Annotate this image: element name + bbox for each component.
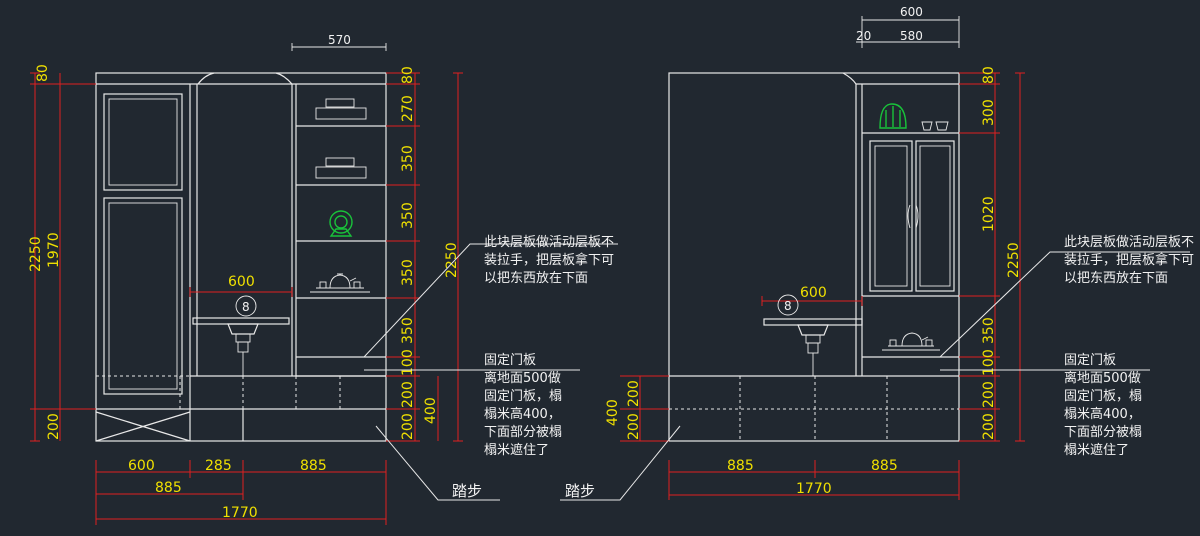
right-note1-leader [939, 251, 1190, 358]
left-door-panel-bottom [103, 197, 183, 395]
right-rdim-5: 200 [981, 381, 997, 408]
left-rdim-0: 80 [400, 66, 416, 84]
left-rdim-2: 350 [400, 145, 416, 172]
left-bdim-885: 885 [155, 480, 182, 496]
left-height-mid: 1970 [46, 232, 62, 268]
right-rdim-2: 1020 [981, 196, 997, 232]
left-rdim-1: 270 [400, 95, 416, 122]
right-marker-label: 8 [784, 299, 792, 313]
right-bdim-total: 1770 [796, 481, 832, 497]
left-note2: 固定门板 离地面500做 固定门板，榻 榻米高400， 下面部分被榻 榻米遮住了 [484, 353, 566, 458]
left-rdim-6: 100 [400, 349, 416, 376]
right-step-label: 踏步 [565, 482, 595, 500]
right-top-dim: 600 [900, 5, 923, 19]
left-rdim-400: 400 [423, 397, 439, 424]
left-rdim-5: 350 [400, 317, 416, 344]
left-height-bottom: 200 [46, 413, 62, 440]
right-note1: 此块层板做活动层板不 装拉手，把层板拿下可 以把东西放在下面 [1064, 235, 1198, 286]
right-teaset-icon [882, 332, 940, 351]
right-top-sub-1: 580 [900, 29, 923, 43]
left-height-total: 2250 [28, 236, 44, 272]
right-step-leader [560, 425, 681, 501]
left-bdim-0: 600 [128, 458, 155, 474]
left-rdim-4: 350 [400, 259, 416, 286]
left-elevation: 600 8 570 2250 1970 80 200 80 270 350 [28, 33, 618, 525]
right-bdim-1: 885 [871, 458, 898, 474]
right-fan-ornament-icon [879, 103, 907, 129]
left-crown-moulding [197, 72, 293, 85]
left-cabinet-outline [95, 72, 387, 442]
right-marker-circle [777, 294, 799, 316]
right-rdim-total: 2250 [1006, 242, 1022, 278]
right-door-left [869, 140, 913, 292]
right-top-sub-0: 20 [856, 29, 871, 43]
left-ornament-icon [329, 210, 353, 237]
left-basin [192, 317, 290, 376]
left-rdim-3: 350 [400, 202, 416, 229]
right-rdim-0: 80 [981, 66, 997, 84]
left-top-dim: 570 [328, 33, 351, 47]
left-rdim-7: 200 [400, 381, 416, 408]
right-elevation: 600 8 600 20 580 400 200 200 80 300 1020… [560, 5, 1198, 501]
right-rdim-6: 200 [981, 413, 997, 440]
left-marker-circle [235, 295, 257, 317]
right-crown-moulding [842, 72, 959, 85]
left-bdim-2: 885 [300, 458, 327, 474]
left-device-icons [315, 98, 367, 179]
left-bdim-1: 285 [205, 458, 232, 474]
right-cabinet-outline [668, 72, 960, 442]
right-rdim-1: 300 [981, 99, 997, 126]
right-bdim-0: 885 [727, 458, 754, 474]
left-rdim-8: 200 [400, 413, 416, 440]
left-step-label: 踏步 [452, 482, 482, 500]
left-door-panel-top [103, 93, 183, 191]
right-door-handle-icon [907, 204, 919, 229]
left-step-leader [375, 425, 500, 501]
right-cups-icon [921, 121, 949, 131]
right-rdim-4: 100 [981, 349, 997, 376]
left-note1-leader [363, 243, 618, 358]
right-ldim-0: 400 [605, 399, 621, 426]
right-note2: 固定门板 离地面500做 固定门板，榻 榻米高400， 下面部分被榻 榻米遮住了 [1064, 353, 1146, 458]
left-height-top: 80 [35, 64, 51, 82]
left-rdim-total: 2250 [444, 242, 460, 278]
left-bdim-total: 1770 [222, 505, 258, 521]
right-ldim-1: 200 [626, 380, 642, 407]
right-shelf-dim: 600 [800, 285, 827, 301]
right-door-right [915, 140, 955, 292]
left-shelf-dim: 600 [228, 274, 255, 290]
right-ldim-2: 200 [626, 413, 642, 440]
right-basin [763, 318, 863, 376]
left-teaset-icon [310, 273, 370, 293]
left-note1: 此块层板做活动层板不 装拉手，把层板拿下可 以把东西放在下面 [484, 235, 618, 286]
left-marker-label: 8 [242, 300, 250, 314]
right-rdim-3: 350 [981, 317, 997, 344]
